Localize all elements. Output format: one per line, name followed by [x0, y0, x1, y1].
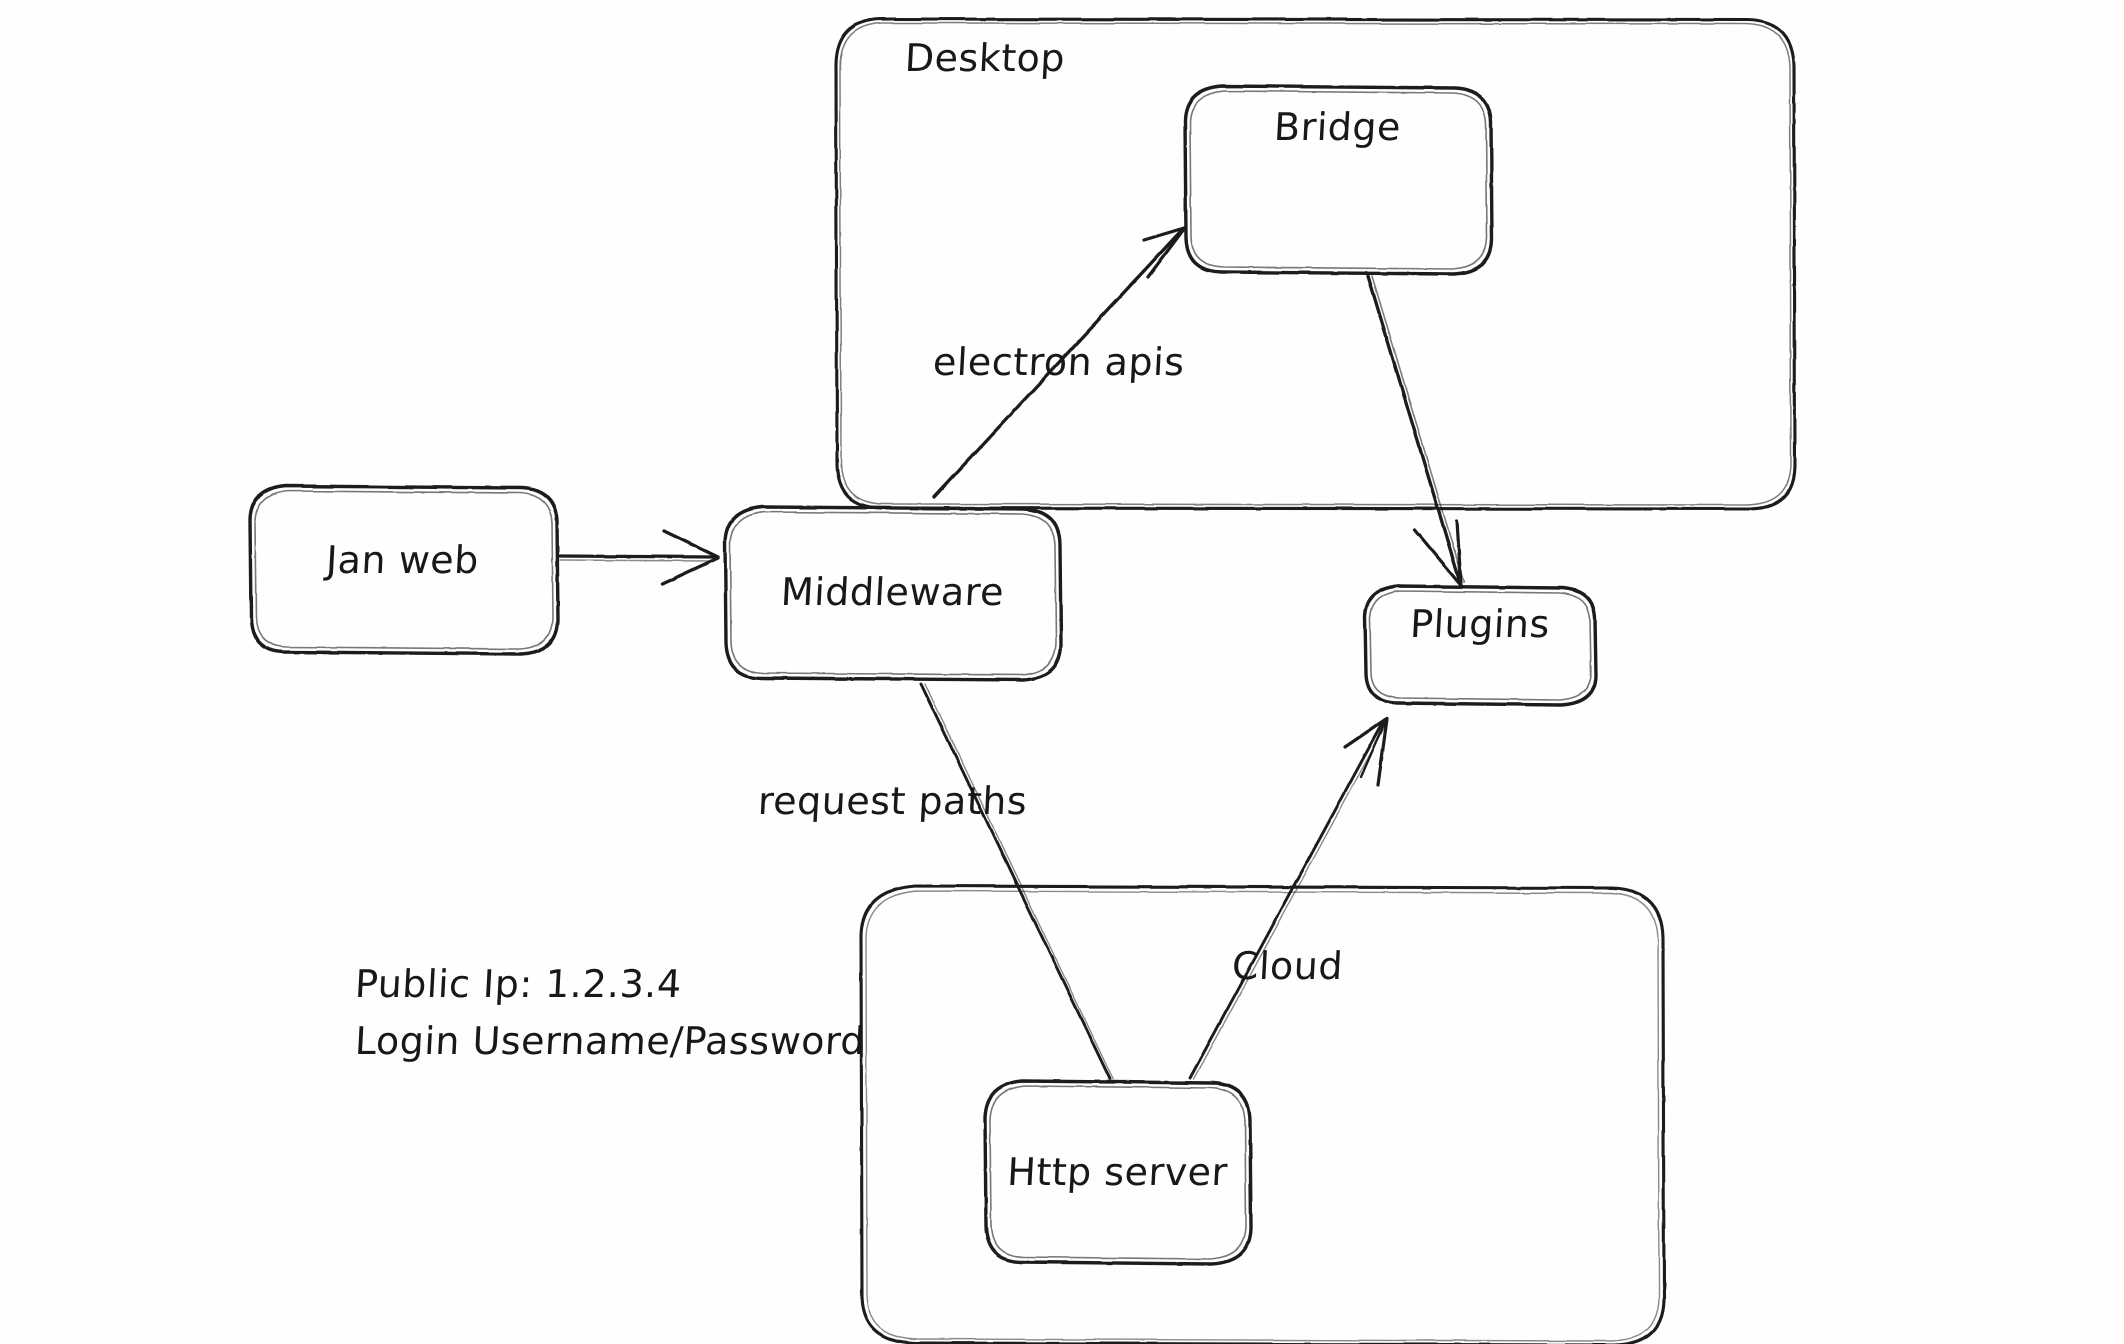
edge-label-cloud: Cloud — [1230, 944, 1345, 988]
edge-middleware-to-bridge — [932, 226, 1186, 499]
node-http-server-border — [983, 1079, 1253, 1266]
group-label-desktop: Desktop — [903, 36, 1067, 80]
group-cloud-border — [859, 884, 1666, 1344]
node-label-http-server: Http server — [1006, 1150, 1229, 1194]
node-plugins-border — [1363, 584, 1598, 707]
note-login-credentials: Login Username/Password — [353, 1019, 867, 1063]
node-bridge-border — [1183, 84, 1494, 276]
node-middleware-border — [723, 505, 1063, 682]
edge-label-request-paths: request paths — [756, 779, 1029, 823]
edge-jan-web-to-middleware — [556, 529, 720, 586]
node-label-plugins: Plugins — [1409, 602, 1551, 646]
node-label-bridge: Bridge — [1272, 105, 1403, 149]
node-jan-web-border — [248, 484, 560, 656]
node-label-middleware: Middleware — [779, 570, 1006, 614]
edge-http-server-to-plugins — [1188, 717, 1389, 1080]
node-label-jan-web: Jan web — [324, 538, 481, 582]
edge-http-server-to-middleware — [919, 682, 1114, 1081]
note-public-ip: Public Ip: 1.2.3.4 — [353, 962, 683, 1006]
edge-bridge-to-plugins — [1366, 274, 1465, 587]
group-desktop-border — [834, 17, 1797, 511]
edge-label-electron-apis: electron apis — [931, 340, 1186, 384]
